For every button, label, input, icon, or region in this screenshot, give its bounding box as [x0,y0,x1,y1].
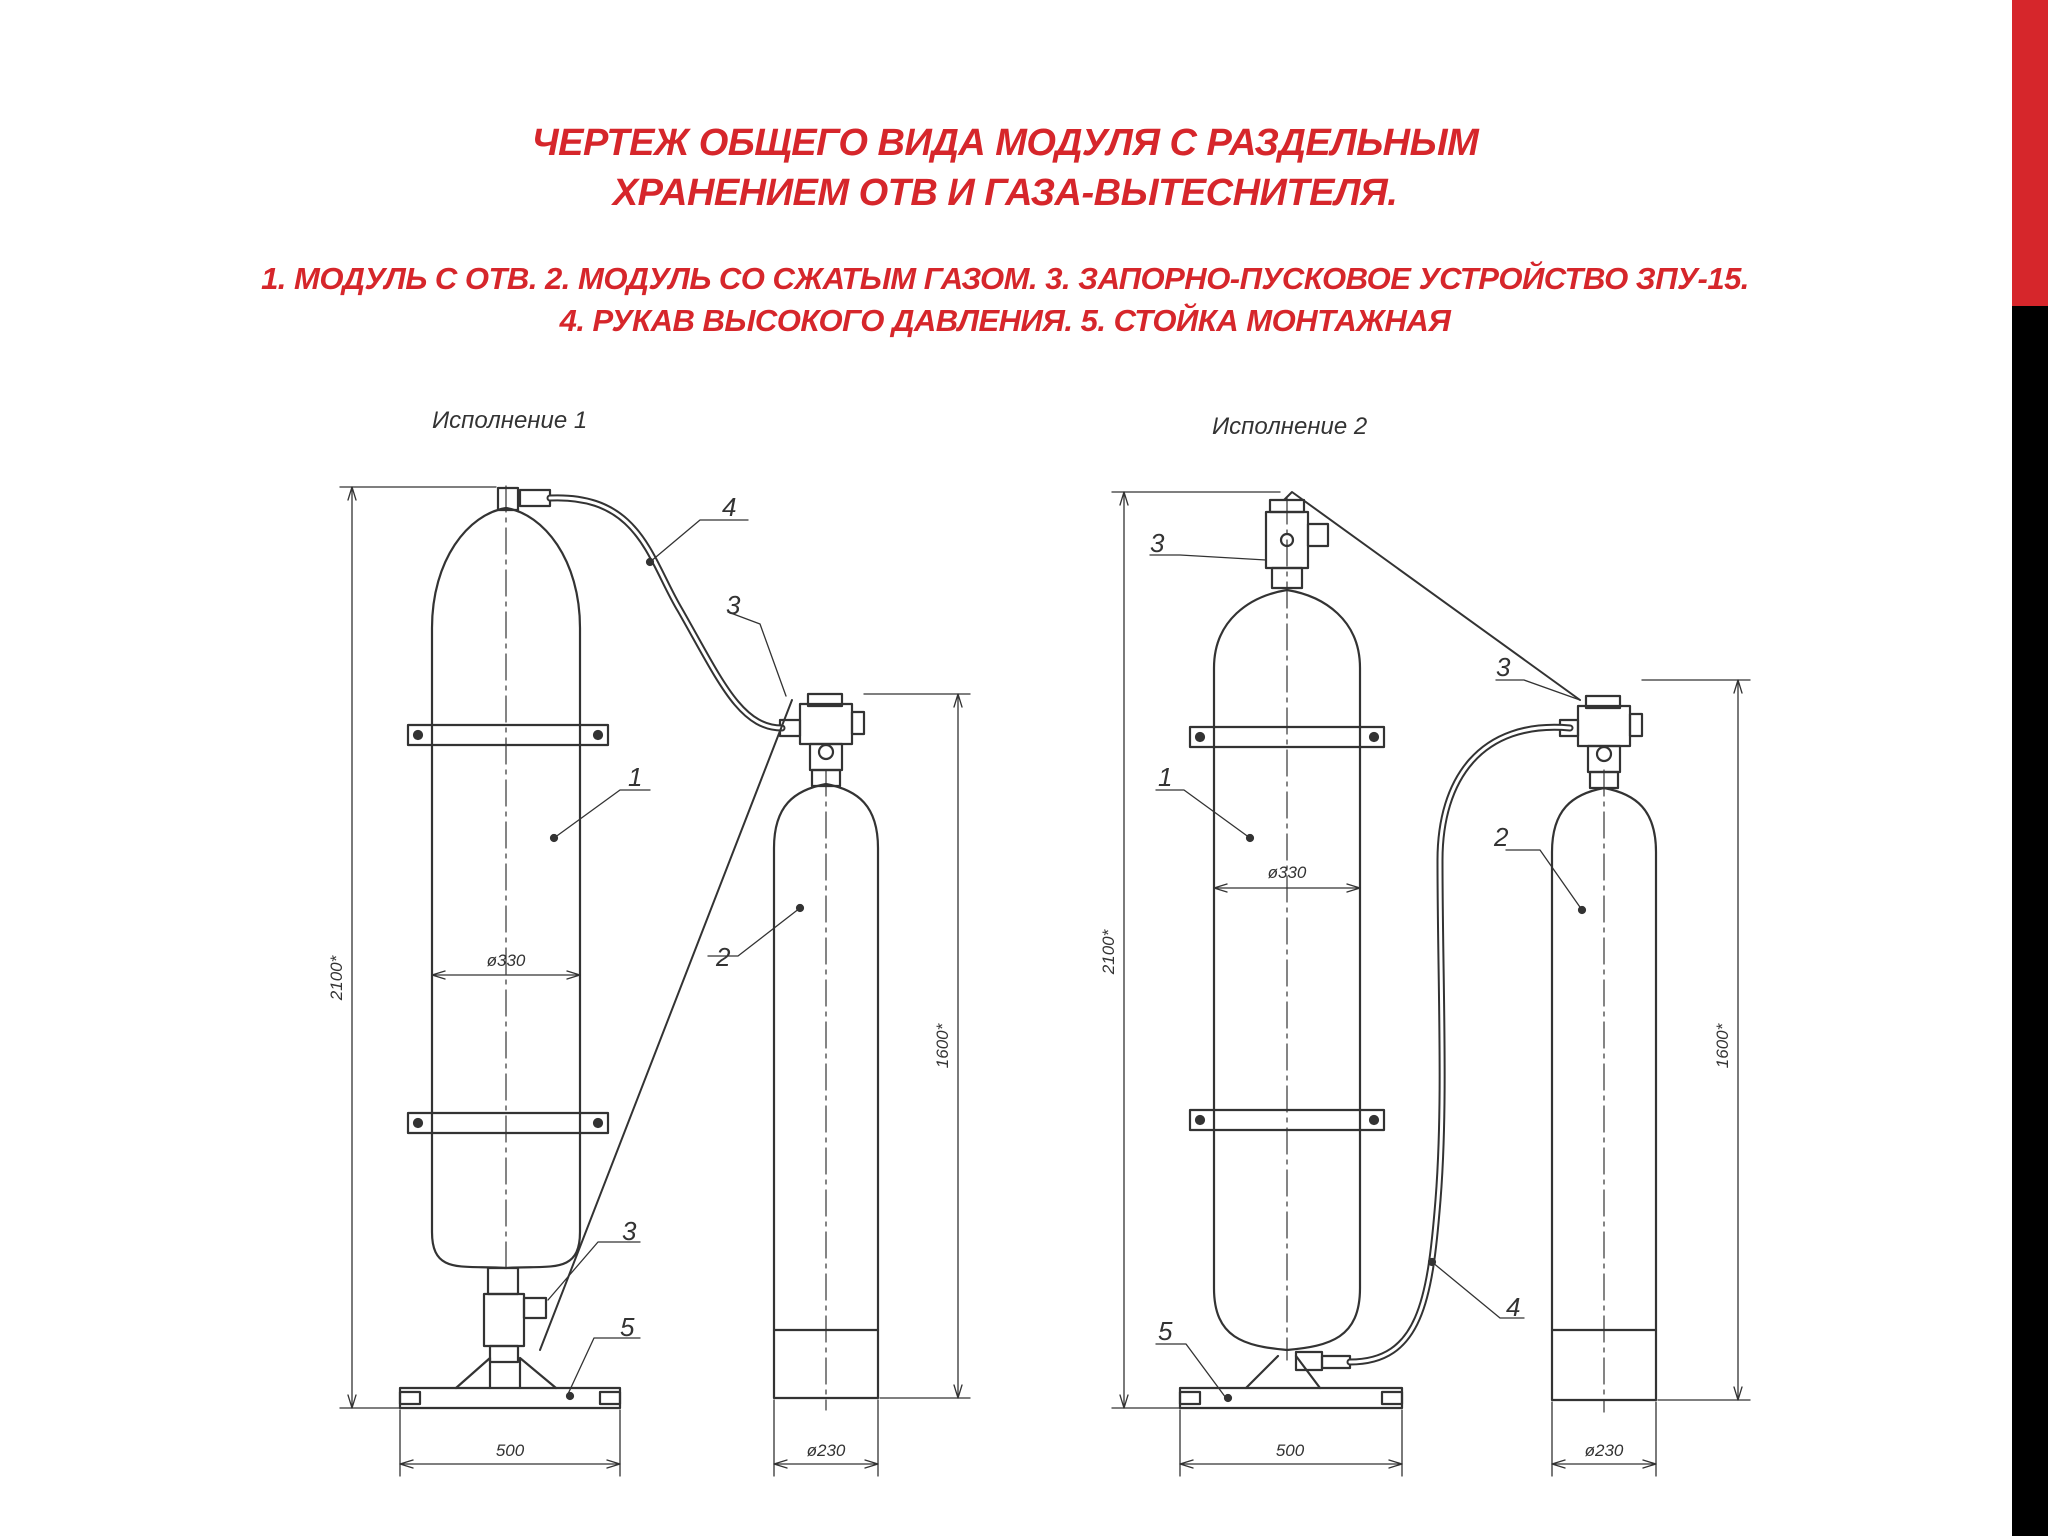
v2-gas-valve [1558,694,1644,790]
v2-hose [1346,723,1574,1366]
slide-edge-accent [2012,0,2048,306]
v1-heading: Исполнение 1 [432,407,587,434]
title-line-1: ЧЕРТЕЖ ОБЩЕГО ВИДА МОДУЛЯ С РАЗДЕЛЬНЫМ [531,122,1479,164]
v2-clamp-lower [1188,1108,1386,1132]
v1-callout-1: 1 [628,762,642,792]
parts-legend: 1. МОДУЛЬ С ОТВ. 2. МОДУЛЬ СО СЖАТЫМ ГАЗ… [60,258,1950,342]
v2-dim-height-gas: 1600* [1713,1022,1732,1068]
v2-dim-module-diameter: ø330 [1268,863,1307,882]
legend-line-1: 1. МОДУЛЬ С ОТВ. 2. МОДУЛЬ СО СЖАТЫМ ГАЗ… [261,261,1749,296]
v2-callout-4: 4 [1506,1292,1520,1322]
title-line-2: ХРАНЕНИЕМ ОТВ И ГАЗА-ВЫТЕСНИТЕЛЯ. [612,172,1398,214]
version1-assembly [339,485,971,1477]
v1-dim-height-total: 2100* [327,954,346,1001]
v1-dim-height-gas: 1600* [933,1022,952,1068]
v1-dim-gas-diameter: ø230 [807,1441,846,1460]
v2-callout-3-right: 3 [1496,652,1511,682]
v1-hose [546,494,786,732]
technical-drawing: Исполнение 1 1 2 3 3 4 5 2100* ø330 1600… [327,407,1751,1477]
v2-heading: Исполнение 2 [1212,413,1367,440]
v1-clamp-lower [406,1111,610,1135]
v1-dim-base-width: 500 [496,1441,525,1460]
v1-bottom-valve [482,1266,548,1364]
v2-module-body [1212,588,1362,1352]
v2-stand [1178,1354,1404,1410]
v1-clamp-upper [406,723,610,747]
v1-callout-5: 5 [620,1312,635,1342]
v1-dim-module-diameter: ø330 [487,951,526,970]
v2-dim-gas-diameter: ø230 [1585,1441,1624,1460]
v1-callout-4: 4 [722,492,736,522]
legend-line-2: 4. РУКАВ ВЫСОКОГО ДАВЛЕНИЯ. 5. СТОЙКА МО… [559,303,1451,338]
slide-title: ЧЕРТЕЖ ОБЩЕГО ВИДА МОДУЛЯ С РАЗДЕЛЬНЫМ Х… [100,118,1910,218]
v2-clamp-upper [1188,725,1386,749]
v1-stand [398,1356,622,1410]
v1-module-body [430,506,582,1270]
slide-edge-bar [2012,0,2048,1536]
v1-callout-3-top: 3 [726,590,741,620]
v2-callout-5: 5 [1158,1316,1173,1346]
v2-dim-height-total: 2100* [1099,928,1118,975]
v2-callout-1: 1 [1158,762,1172,792]
v2-callout-2: 2 [1493,822,1509,852]
v1-top-valve [778,692,866,788]
v2-dim-base-width: 500 [1276,1441,1305,1460]
v1-callout-2: 2 [715,942,731,972]
v2-callout-3-top: 3 [1150,528,1165,558]
version2-assembly [1111,491,1751,1477]
v1-callout-3-bottom: 3 [622,1216,637,1246]
v2-top-valve [1264,498,1330,590]
